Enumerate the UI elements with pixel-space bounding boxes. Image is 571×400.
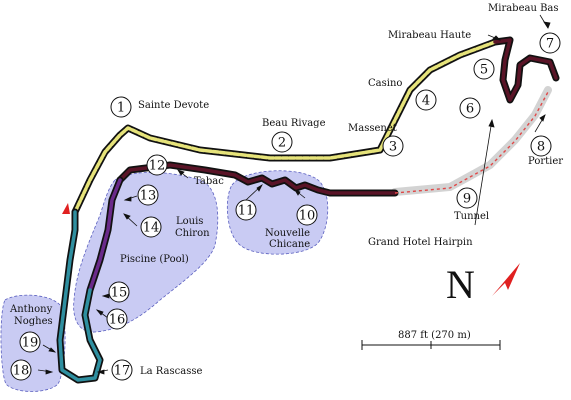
corner-number: 2 (278, 136, 286, 151)
scale-label: 887 ft (270 m) (398, 330, 471, 341)
corner-number: 9 (463, 192, 471, 207)
corner-number: 10 (299, 209, 316, 224)
scale-bar: 887 ft (270 m) (361, 330, 501, 350)
zone-nouvelle-chicane (227, 170, 329, 255)
track (56, 36, 560, 384)
label-massenet: Massenet (348, 123, 397, 134)
corner-number: 1 (117, 101, 125, 116)
corner-circle (106, 308, 128, 330)
corner-circle (146, 154, 168, 176)
corner-marker-16: 16 (106, 308, 128, 330)
corner-circle (459, 97, 481, 119)
track-maroon-mirabeau (493, 38, 558, 102)
corner-number: 11 (238, 204, 255, 219)
label-nouvelle-chicane-line1: Nouvelle (265, 228, 310, 239)
corner-marker-8: 8 (530, 135, 552, 157)
corner-circle (473, 58, 495, 80)
corner-number: 13 (140, 189, 157, 204)
corner-number: 7 (546, 37, 554, 52)
label-sainte-devote: Sainte Devote (138, 100, 209, 111)
corner-marker-9: 9 (456, 187, 478, 209)
label-louis-chiron-line2: Chiron (175, 228, 210, 239)
corner-labels: Sainte Devote Beau Rivage Massenet Casin… (9, 3, 563, 377)
label-portier: Portier (528, 156, 563, 167)
pointer-arrows (37, 14, 551, 375)
corner-circle (382, 135, 404, 157)
corner-circle (415, 89, 437, 111)
corner-marker-5: 5 (473, 58, 495, 80)
corner-circle (137, 184, 159, 206)
corner-marker-17: 17 (111, 359, 133, 381)
corner-circle (110, 96, 132, 118)
corner-marker-18: 18 (10, 359, 32, 381)
start-finish-flag-icon (62, 203, 70, 214)
corner-circle (539, 32, 561, 54)
corner-number: 4 (422, 94, 430, 109)
track-teal-sector3 (58, 210, 102, 382)
corner-circle (296, 204, 318, 226)
corner-number: 19 (22, 336, 39, 351)
label-anthony-noghes-line1: Anthony (9, 304, 53, 315)
corner-marker-6: 6 (459, 97, 481, 119)
corner-marker-19: 19 (19, 331, 41, 353)
corner-circle (111, 359, 133, 381)
track-purple-sector3 (88, 178, 122, 292)
north-letter: N (446, 262, 475, 307)
tunnel-band (391, 86, 552, 196)
zones (0, 170, 329, 392)
corner-circle (140, 216, 162, 238)
corner-marker-14: 14 (140, 216, 162, 238)
label-mirabeau-haute: Mirabeau Haute (388, 30, 471, 41)
corner-number: 5 (480, 63, 488, 78)
corner-number: 3 (389, 140, 397, 155)
label-beau-rivage: Beau Rivage (262, 118, 326, 129)
corner-circle (108, 281, 130, 303)
corner-number: 6 (466, 102, 474, 117)
corner-number: 17 (114, 364, 131, 379)
north-indicator: N (446, 262, 520, 307)
corner-number: 8 (537, 140, 545, 155)
corner-number: 14 (143, 221, 160, 236)
corner-marker-4: 4 (415, 89, 437, 111)
corner-circle (530, 135, 552, 157)
label-mirabeau-bas: Mirabeau Bas (488, 3, 559, 14)
corner-circle (271, 131, 293, 153)
corner-number: 18 (13, 364, 30, 379)
track-yellow-sector1 (73, 40, 497, 214)
corner-circle (19, 331, 41, 353)
label-louis-chiron-line1: Louis (176, 216, 203, 227)
label-casino: Casino (368, 78, 402, 89)
corner-marker-2: 2 (271, 131, 293, 153)
label-anthony-noghes-line2: Noghes (14, 316, 53, 327)
corner-marker-3: 3 (382, 135, 404, 157)
corner-number: 12 (149, 159, 166, 174)
north-arrow-icon (492, 263, 520, 296)
corner-marker-10: 10 (296, 204, 318, 226)
corner-circle (235, 199, 257, 221)
corner-marker-13: 13 (137, 184, 159, 206)
label-la-rascasse: La Rascasse (140, 366, 202, 377)
label-tunnel: Tunnel (454, 211, 489, 222)
label-nouvelle-chicane-line2: Chicane (269, 239, 310, 250)
track-maroon-sector2 (118, 163, 397, 195)
corner-circle (456, 187, 478, 209)
corner-number: 16 (109, 313, 126, 328)
corner-circle (10, 359, 32, 381)
label-grand-hotel-hairpin: Grand Hotel Hairpin (368, 237, 473, 248)
corner-marker-11: 11 (235, 199, 257, 221)
corner-number: 15 (111, 286, 128, 301)
corner-marker-12: 12 (146, 154, 168, 176)
label-piscine: Piscine (Pool) (120, 254, 189, 265)
corner-marker-1: 1 (110, 96, 132, 118)
corner-marker-15: 15 (108, 281, 130, 303)
label-tabac: Tabac (194, 176, 224, 187)
corner-marker-7: 7 (539, 32, 561, 54)
